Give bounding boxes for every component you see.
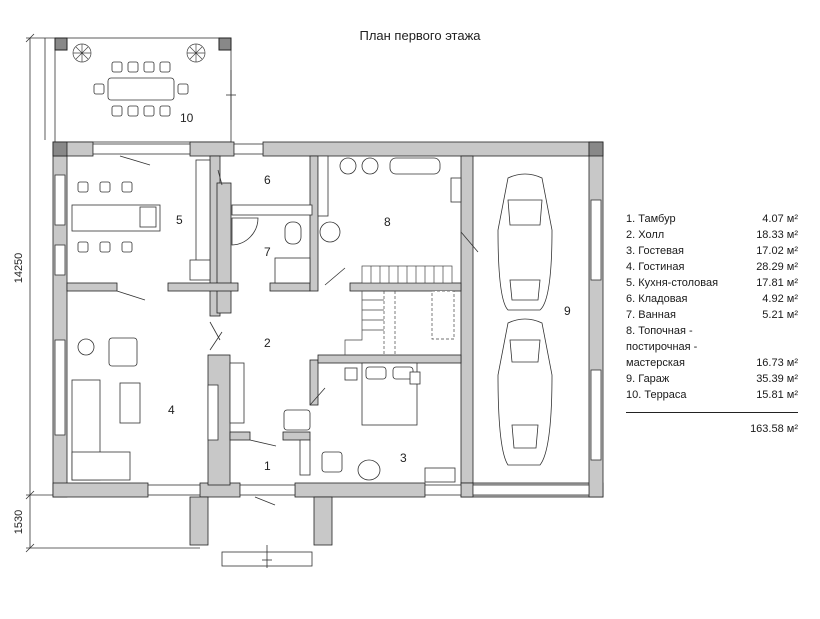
legend-room-area: 16.73 м²: [756, 357, 798, 369]
furniture: [71, 155, 462, 483]
legend-room-name: 10. Терраса: [626, 389, 687, 401]
terrace-plant-icon: [72, 43, 206, 63]
legend-room-area: 28.29 м²: [756, 261, 798, 273]
legend-room-name: 4. Гостиная: [626, 261, 685, 273]
legend-total: 163.58 м²: [750, 423, 798, 435]
room-label-9: 9: [564, 304, 571, 318]
legend-room-area: 5.21 м²: [762, 309, 798, 321]
legend-row: 6. Кладовая 4.92 м²: [626, 291, 798, 307]
legend-divider: [626, 412, 798, 413]
porch-steps: [221, 545, 313, 568]
legend-room-area: 18.33 м²: [756, 229, 798, 241]
legend-room-name: 5. Кухня-столовая: [626, 277, 719, 289]
legend-room-name: 2. Холл: [626, 229, 665, 241]
legend-row: 9. Гараж 35.39 м²: [626, 371, 798, 387]
legend-row: 5. Кухня-столовая 17.81 м²: [626, 275, 798, 291]
legend-room-area: 17.81 м²: [756, 277, 798, 289]
legend-room-name: 1. Тамбур: [626, 213, 676, 225]
legend-row: мастерская 16.73 м²: [626, 355, 798, 371]
room-label-7: 7: [264, 245, 271, 259]
room-label-3: 3: [400, 451, 407, 465]
legend-room-area: 17.02 м²: [756, 245, 798, 257]
plan-title: План первого этажа: [359, 28, 481, 43]
car-icon-bottom: [497, 318, 553, 466]
legend-room-area: 4.07 м²: [762, 213, 798, 225]
legend-room-area: 4.92 м²: [762, 293, 798, 305]
legend-row: 3. Гостевая 17.02 м²: [626, 243, 798, 259]
terrace: [54, 37, 236, 143]
legend-room-area: 35.39 м²: [756, 373, 798, 385]
dining-table-icon: [93, 61, 189, 117]
room-label-1: 1: [264, 459, 271, 473]
legend-row: 7. Ванная 5.21 м²: [626, 307, 798, 323]
door-swings: [116, 155, 479, 506]
dimension-lines: [25, 33, 200, 553]
walls: [52, 141, 604, 546]
legend-room-name: 6. Кладовая: [626, 293, 688, 305]
dimension-porch-depth: 1530: [13, 510, 25, 534]
legend-room-name: 7. Ванная: [626, 309, 676, 321]
room-label-5: 5: [176, 213, 183, 227]
legend-room-name: мастерская: [626, 357, 685, 369]
room-label-4: 4: [168, 403, 175, 417]
legend-room-name: 9. Гараж: [626, 373, 670, 385]
legend-room-name: 3. Гостевая: [626, 245, 684, 257]
legend-room-name: постирочная -: [626, 341, 698, 353]
legend-row: 10. Терраса 15.81 м²: [626, 387, 798, 403]
room-label-10: 10: [180, 111, 194, 125]
legend-row: постирочная -: [626, 339, 798, 355]
legend-row: 1. Тамбур 4.07 м²: [626, 211, 798, 227]
dimension-main-depth: 14250: [13, 253, 25, 284]
legend-room-name: 8. Топочная -: [626, 325, 693, 337]
room-label-8: 8: [384, 215, 391, 229]
legend-row: 2. Холл 18.33 м²: [626, 227, 798, 243]
windows: [54, 143, 602, 496]
room-label-6: 6: [264, 173, 271, 187]
legend-row: 4. Гостиная 28.29 м²: [626, 259, 798, 275]
legend-row: 8. Топочная -: [626, 323, 798, 339]
room-label-2: 2: [264, 336, 271, 350]
car-icon-top: [497, 173, 553, 311]
legend-room-area: 15.81 м²: [756, 389, 798, 401]
room-legend: 1. Тамбур 4.07 м² 2. Холл 18.33 м² 3. Гостев…: [626, 211, 798, 437]
